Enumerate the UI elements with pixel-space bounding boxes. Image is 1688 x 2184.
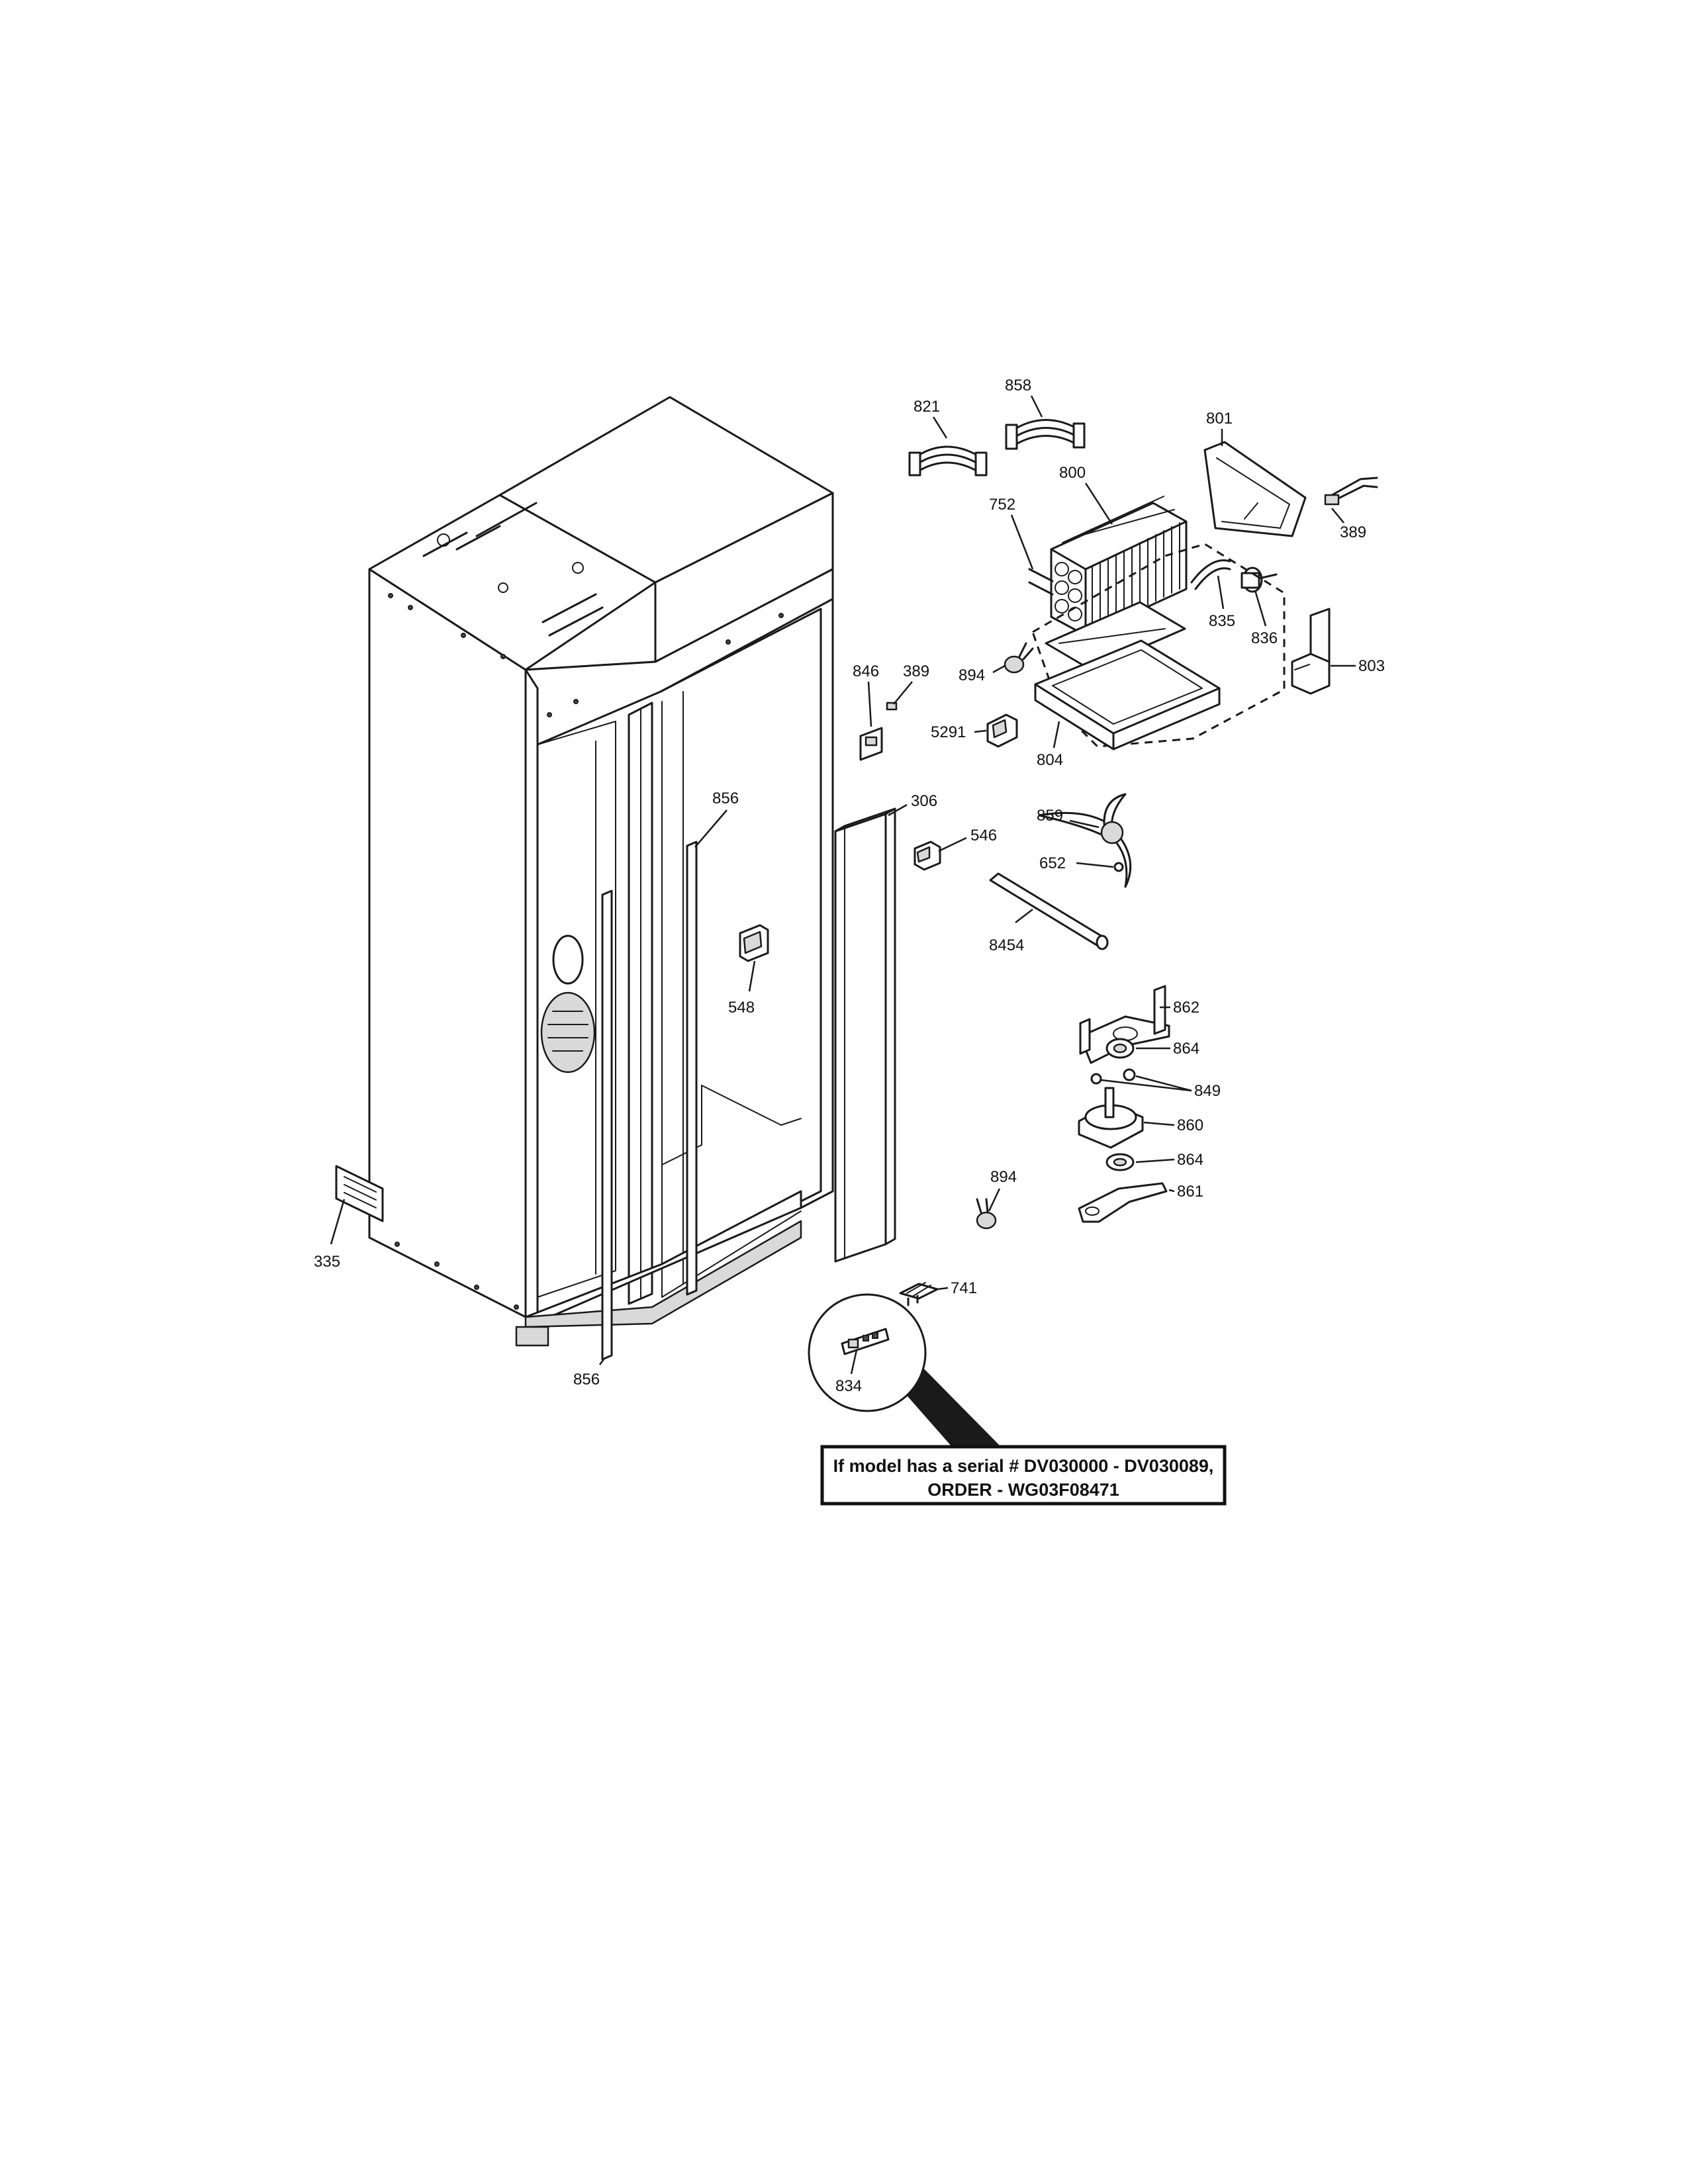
gasket-strip-856-right [686, 841, 698, 1296]
callout-546: 546 [970, 827, 997, 844]
callout-856-lower: 856 [573, 1371, 600, 1388]
condenser-fan-vent [540, 991, 596, 1073]
nut-652 [1113, 862, 1124, 872]
callout-801: 801 [1206, 410, 1233, 428]
gasket-strip-856-left [601, 889, 613, 1361]
bracket-803 [1291, 608, 1331, 695]
tube-835 [1190, 559, 1231, 590]
callout-741: 741 [951, 1279, 977, 1297]
part-846 [859, 727, 883, 761]
grille-335 [335, 1165, 384, 1222]
cabinet-left-side [368, 568, 527, 1318]
callout-834: 834 [835, 1377, 862, 1395]
leader-lines [330, 395, 1356, 1375]
callout-859: 859 [1037, 807, 1063, 825]
callout-803: 803 [1358, 657, 1385, 675]
motor-bracket-861 [1078, 1182, 1168, 1223]
callout-306: 306 [911, 792, 937, 810]
grommet-864-upper [1105, 1038, 1135, 1059]
mullion-trim-306 [834, 807, 896, 1263]
part-389-small [886, 702, 898, 711]
callout-894-upper: 894 [959, 666, 985, 684]
grommet-864-lower [1105, 1153, 1135, 1171]
component-894-lower [976, 1198, 997, 1230]
leveling-leg [515, 1326, 549, 1347]
callout-835: 835 [1209, 612, 1235, 630]
callout-335: 335 [314, 1253, 340, 1271]
harness-858 [1005, 419, 1086, 450]
fan-motor-860 [1078, 1087, 1144, 1149]
tube-8454 [989, 872, 1109, 950]
callout-849: 849 [1194, 1082, 1221, 1100]
callout-864-lower: 864 [1177, 1151, 1203, 1169]
note-line-1: If model has a serial # DV030000 - DV030… [833, 1456, 1214, 1476]
callout-5291: 5291 [931, 723, 966, 741]
callout-548: 548 [728, 999, 755, 1017]
screw-849-a [1090, 1073, 1102, 1085]
callout-389-upper: 389 [1340, 523, 1366, 541]
screw-849-b [1123, 1068, 1136, 1081]
callout-labels: 821 858 801 800 752 389 835 836 803 846 … [314, 377, 1385, 1395]
callout-856-upper: 856 [712, 790, 739, 807]
component-894-upper [1004, 642, 1034, 674]
evaporator-cover-801 [1203, 441, 1307, 537]
serial-number-note: If model has a serial # DV030000 - DV030… [820, 1445, 1227, 1506]
fan-blade-859 [1038, 793, 1132, 888]
callout-846: 846 [853, 662, 879, 680]
evaporator-assembly-outline [1031, 543, 1286, 748]
callout-858: 858 [1005, 377, 1031, 394]
callout-861: 861 [1177, 1183, 1203, 1201]
note-line-2: ORDER - WG03F08471 [927, 1480, 1119, 1500]
callout-864-upper: 864 [1173, 1040, 1199, 1058]
callout-8454: 8454 [989, 936, 1024, 954]
switch-5291 [986, 713, 1018, 748]
callout-804: 804 [1037, 751, 1063, 769]
harness-741 [899, 1282, 939, 1306]
detail-834 [808, 1293, 1001, 1447]
callout-894-lower: 894 [990, 1168, 1017, 1186]
heater-836 [1241, 567, 1278, 593]
refrigerator-cabinet [368, 396, 834, 1347]
callout-389-small: 389 [903, 662, 929, 680]
callout-836: 836 [1251, 629, 1278, 647]
switch-548 [739, 924, 769, 962]
callout-652: 652 [1039, 854, 1066, 872]
callout-800: 800 [1059, 464, 1086, 482]
drain-pan-804 [1034, 639, 1221, 751]
callout-860: 860 [1177, 1116, 1203, 1134]
callout-862: 862 [1173, 999, 1199, 1017]
callout-752: 752 [989, 496, 1015, 514]
callout-821: 821 [914, 398, 940, 416]
harness-821 [908, 445, 988, 477]
relay-546 [914, 841, 941, 871]
thermistor-389 [1324, 477, 1378, 506]
